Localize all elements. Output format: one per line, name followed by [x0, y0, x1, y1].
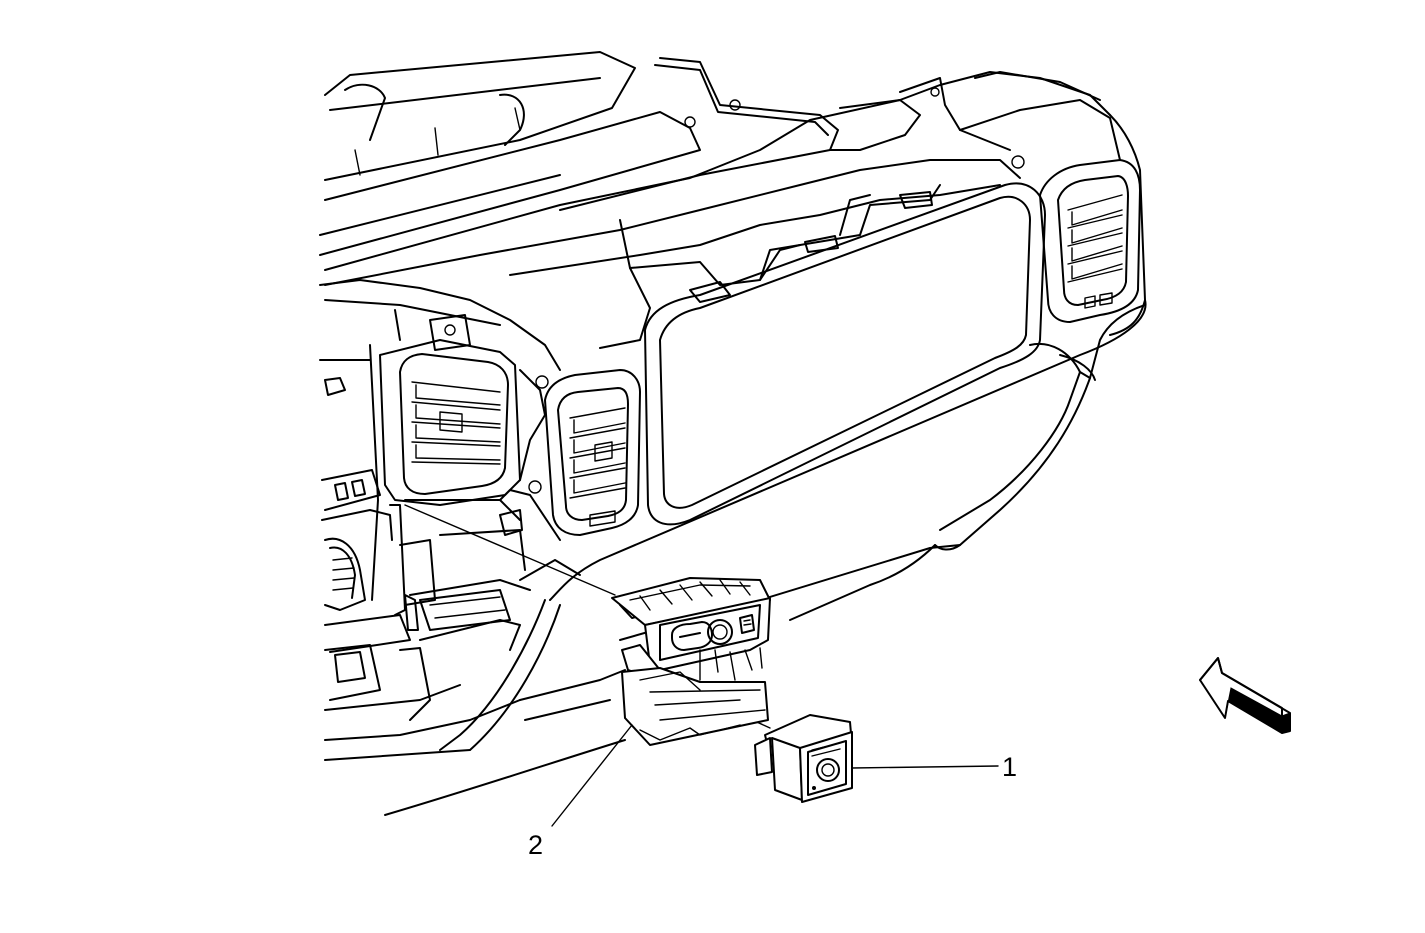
left-air-vent: [379, 314, 549, 506]
ducting: [324, 159, 1021, 349]
forward-arrow-icon: [1199, 657, 1291, 734]
upper-storage-panel: [644, 182, 1046, 526]
leader-lines: [551, 724, 999, 827]
callout-1: 1: [1002, 752, 1018, 782]
switch-component: [754, 714, 853, 803]
left-structure: [319, 279, 626, 816]
center-air-vent: [544, 369, 641, 536]
upper-dash-structure: [319, 51, 1121, 271]
lower-dash-body: [549, 114, 1147, 641]
callout-2: 2: [528, 830, 544, 860]
switch-bezel-assembly: [611, 577, 771, 746]
right-air-vent: [1039, 159, 1141, 323]
